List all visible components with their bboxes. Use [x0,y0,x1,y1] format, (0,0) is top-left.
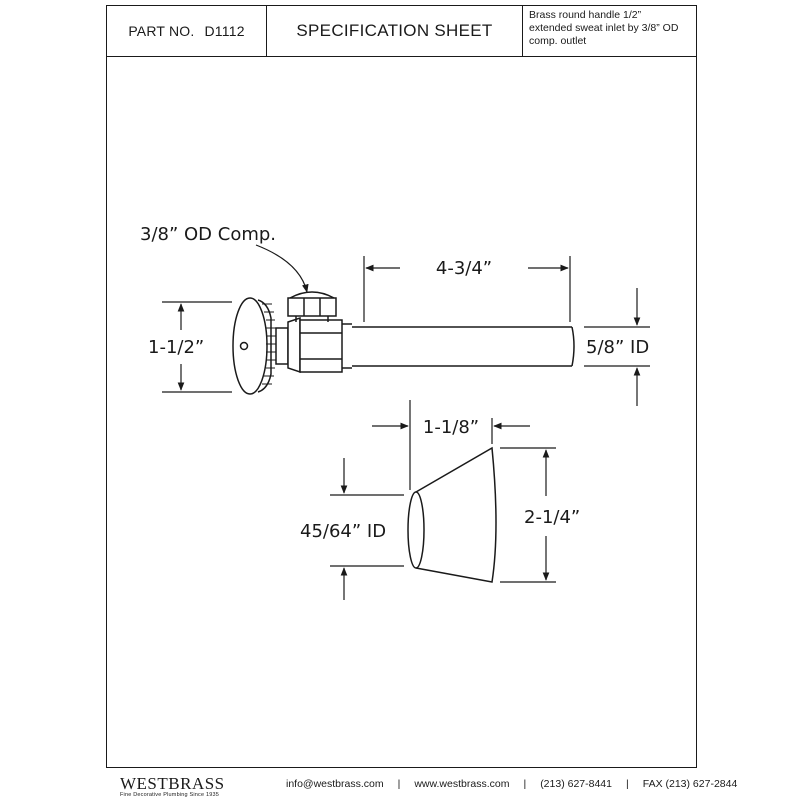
part-number: D1112 [204,23,245,39]
description-line: extended sweat inlet by 3/8” OD [529,22,679,34]
part-number-cell: PART NO. D1112 [107,6,267,56]
sheet-title: SPECIFICATION SHEET [296,21,493,40]
brand-tagline: Fine Decorative Plumbing Since 1935 [120,792,220,798]
description-line: comp. outlet [529,35,587,47]
flange-id-dimension [330,458,404,600]
flange-depth-dimension [372,400,530,490]
outlet-leader [255,244,309,293]
part-label: PART NO. [128,23,195,39]
outlet-label: 3/8” OD Comp. [140,224,276,245]
inlet-id-dimension [584,288,650,406]
description-line: Brass round handle 1/2” [529,9,642,21]
email-link[interactable]: info@westbrass.com [286,778,384,790]
handle-height-label: 1-1/2” [148,337,204,358]
inlet-tube [352,326,575,367]
sheet-title-cell: SPECIFICATION SHEET [267,6,523,56]
drawing-frame [106,56,697,768]
valve-body [275,316,352,374]
flange-height-label: 2-1/4” [524,507,580,528]
title-block: PART NO. D1112 SPECIFICATION SHEET Brass… [106,5,697,57]
website-link[interactable]: www.westbrass.com [414,778,510,790]
inlet-id-label: 5/8” ID [586,337,649,358]
contact-info: info@westbrass.com|www.westbrass.com|(21… [286,778,738,790]
description-cell: Brass round handle 1/2” extended sweat i… [523,6,696,56]
flange-id-label: 45/64” ID [300,521,386,542]
length-label: 4-3/4” [436,258,492,279]
brand-logo: WESTBRASS [120,774,225,793]
length-dimension [363,256,571,322]
flange-depth-label: 1-1/8” [423,417,479,438]
valve-handle [232,297,276,395]
flange [407,446,497,583]
compression-nut [287,291,337,322]
phone-number: (213) 627-8441 [540,778,612,790]
handle-height-dimension [162,301,232,393]
footer: WESTBRASS Fine Decorative Plumbing Since… [106,772,737,798]
flange-height-dimension [500,447,556,583]
product-description: Brass round handle 1/2” extended sweat i… [529,9,678,48]
handle-screw [239,341,249,351]
fax-number: FAX (213) 627-2844 [642,778,738,790]
